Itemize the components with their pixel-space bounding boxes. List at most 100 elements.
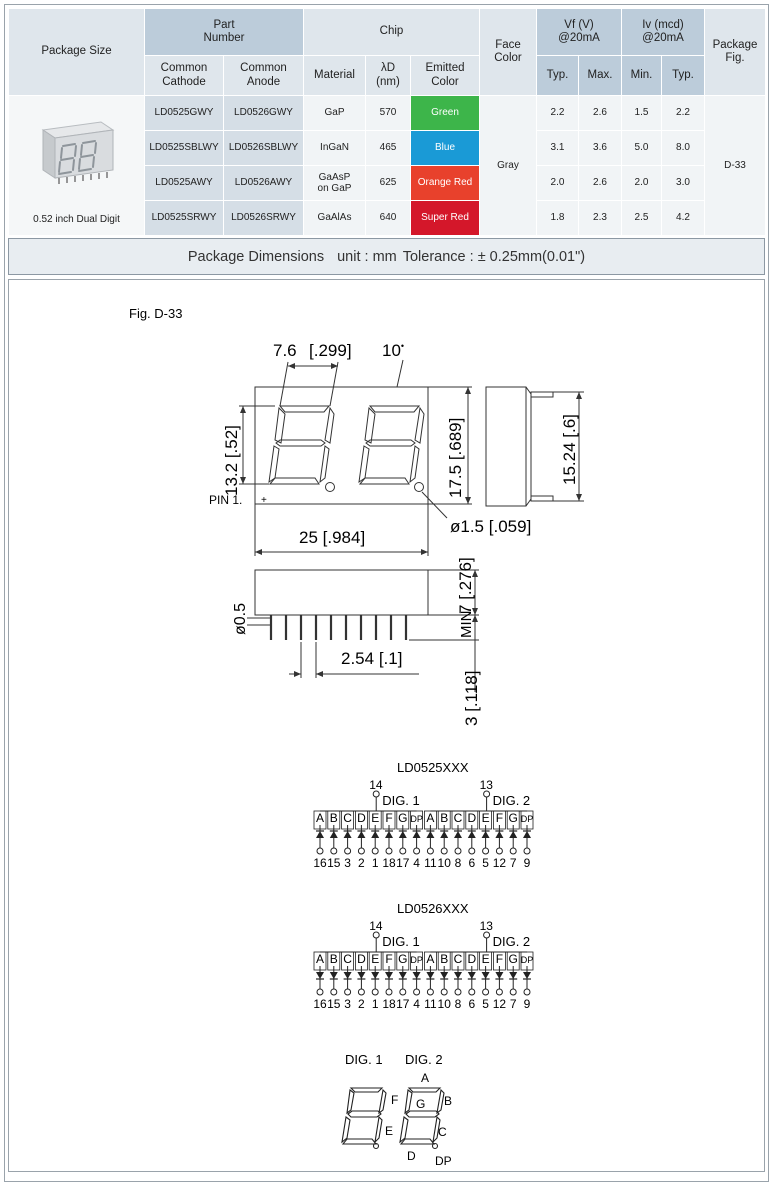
pin-dot: [495, 847, 503, 855]
segment-label: DP: [521, 814, 534, 824]
spec-table: Package Size Part Number Chip Face Color…: [8, 8, 766, 236]
diode-icon: [481, 972, 490, 979]
diode-icon: [454, 972, 462, 979]
dim-slant: 10•: [382, 341, 404, 360]
diode-icon: [495, 972, 504, 979]
pin-dot: [344, 988, 352, 996]
pin-number: 16: [313, 997, 327, 1011]
pin-number: 12: [493, 997, 507, 1011]
common-pin-dot: [372, 790, 380, 798]
dig1-label: DIG. 1: [345, 1052, 383, 1067]
package-image-cell: 0.52 inch Dual Digit: [8, 95, 145, 236]
diode-icon: [495, 831, 504, 838]
pin-number: 2: [358, 856, 365, 870]
vf-typ-2: 3.1: [536, 130, 579, 166]
pin-dot: [440, 847, 448, 855]
seg-label-d: D: [407, 1149, 416, 1163]
digit-label: DIG. 2: [493, 793, 531, 808]
segment-label: A: [426, 811, 434, 825]
wavelength-4: 640: [365, 200, 411, 236]
diode-icon: [398, 972, 407, 979]
common-pin-dot: [372, 931, 380, 939]
digit-label: DIG. 2: [493, 934, 531, 949]
pin-dot: [344, 847, 352, 855]
bar-tolerance: Tolerance : ± 0.25mm(0.01"): [402, 248, 586, 265]
diode-icon: [412, 831, 421, 838]
pin-number: 17: [396, 856, 410, 870]
dim-total-height: 17.5 [.689]: [446, 418, 465, 498]
diode-icon: [385, 972, 393, 979]
iv-min-4: 2.5: [621, 200, 662, 236]
pin-dot: [523, 988, 531, 996]
ca-part-4: LD0526SRWY: [223, 200, 304, 236]
vf-max-4: 2.3: [578, 200, 622, 236]
led-package-icon: [41, 121, 115, 184]
pin-number: 9: [524, 997, 531, 1011]
pin-number: 2: [358, 997, 365, 1011]
vf-max-2: 3.6: [578, 130, 622, 166]
pin-dot: [454, 988, 462, 996]
pin-dot: [385, 988, 393, 996]
pin-number: 16: [313, 856, 327, 870]
header-vf-typ: Typ.: [536, 55, 579, 96]
pin-number: 5: [482, 856, 489, 870]
header-chip: Chip: [303, 8, 480, 56]
diode-icon: [467, 831, 476, 838]
dig2-label: DIG. 2: [405, 1052, 443, 1067]
segment-label: B: [330, 811, 338, 825]
pin-number: 7: [510, 856, 517, 870]
digit-label: DIG. 1: [382, 793, 420, 808]
pin-number: 3: [344, 856, 351, 870]
header-material: Material: [303, 55, 366, 96]
segment-label: E: [482, 952, 490, 966]
vf-typ-4: 1.8: [536, 200, 579, 236]
segment-label: C: [454, 811, 463, 825]
vf-typ-3: 2.0: [536, 165, 579, 201]
segment-label: C: [343, 811, 352, 825]
table-row: 0.52 inch Dual Digit LD0525GWY LD0526GWY…: [8, 95, 766, 236]
diode-icon: [371, 831, 380, 838]
schematic1-title: LD0525XXX: [397, 760, 469, 775]
pin-dot: [454, 847, 462, 855]
ca-part-2: LD0526SBLWY: [223, 130, 304, 166]
pin-number: 3: [344, 997, 351, 1011]
cc-part-2: LD0525SBLWY: [144, 130, 224, 166]
seg-label-e: E: [385, 1124, 393, 1138]
ca-part-1: LD0526GWY: [223, 95, 304, 131]
pin-dot: [371, 988, 379, 996]
diode-icon: [385, 831, 393, 838]
pin-dot: [426, 847, 434, 855]
segment-label: F: [496, 952, 503, 966]
emitted-color-1: Green: [410, 95, 480, 131]
wavelength-2: 465: [365, 130, 411, 166]
cc-part-1: LD0525GWY: [144, 95, 224, 131]
diode-icon: [454, 831, 462, 838]
material-2: InGaN: [303, 130, 366, 166]
pin-number: 15: [327, 856, 341, 870]
diode-icon: [523, 831, 531, 838]
dim-digit-height: 13.2 [.52]: [222, 425, 241, 496]
segment-label: E: [371, 811, 379, 825]
dim-digit-width: 7.6: [273, 341, 297, 360]
header-face-color: Face Color: [479, 8, 537, 96]
diode-icon: [440, 972, 449, 979]
datasheet-frame: [4, 4, 769, 1182]
iv-typ-3: 3.0: [661, 165, 705, 201]
pin-dot: [482, 988, 490, 996]
package-dimensions-bar: Package Dimensions unit : mm Tolerance :…: [8, 238, 765, 275]
pin-number: 5: [482, 997, 489, 1011]
pin-number: 6: [468, 856, 475, 870]
pin1-label: PIN 1.: [209, 493, 242, 507]
pin-dot: [509, 988, 517, 996]
common-pin-label: 13: [480, 919, 494, 933]
dim-side: 15.24 [.6]: [560, 414, 579, 485]
header-common-anode: Common Anode: [223, 55, 304, 96]
pin-dot: [330, 847, 338, 855]
pin-dot: [385, 847, 393, 855]
iv-min-1: 1.5: [621, 95, 662, 131]
schematic2-title: LD0526XXX: [397, 901, 469, 916]
cc-part-4: LD0525SRWY: [144, 200, 224, 236]
iv-typ-1: 2.2: [661, 95, 705, 131]
dim-digit-width-in: [.299]: [309, 341, 352, 360]
